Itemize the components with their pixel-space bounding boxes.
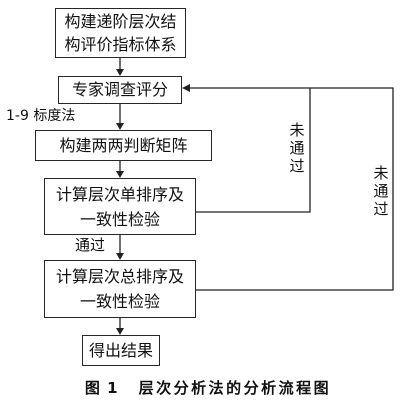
step-text-line: 专家调查评分 [71, 80, 168, 99]
feedback-arrowhead-to-step2 [182, 84, 190, 92]
step-text-line: 一致性检验 [79, 292, 160, 311]
step-text-line: 构评价指标体系 [64, 35, 177, 54]
step-text-line: 计算层次单排序及 [55, 184, 184, 204]
fail-label-single-sort: 未通过 [289, 121, 305, 175]
step-text-line: 得出结果 [88, 340, 153, 360]
step-text-line: 构建两两判断矩阵 [59, 135, 188, 155]
figure-number: 图 1 [84, 379, 119, 397]
figure-title: 层次分析法的分析流程图 [138, 379, 332, 397]
arrowhead-step5 [116, 253, 124, 260]
step-text-line: 构建递阶层次结 [64, 12, 177, 31]
step-text-line: 计算层次总排序及 [55, 267, 184, 286]
fail-label-total-sort: 未通过 [373, 164, 389, 218]
arrowhead-step3 [116, 123, 124, 130]
arrowhead-step4 [116, 171, 124, 178]
step-build-judgment-matrix: 构建两两判断矩阵 [35, 130, 212, 161]
scale-method-label: 1-9 标度法 [6, 108, 76, 124]
figure-caption: 图 1 层次分析法的分析流程图 [0, 379, 416, 397]
step-build-index-system: 构建递阶层次结 构评价指标体系 [55, 8, 186, 58]
step-expert-scoring: 专家调查评分 [58, 76, 182, 104]
feedback-line-single-sort-fail [196, 88, 311, 213]
arrowhead-step2 [116, 69, 124, 76]
arrowhead-step6 [116, 328, 124, 335]
step-total-sort-consistency-check: 计算层次总排序及 一致性检验 [44, 260, 196, 318]
feedback-line-total-sort-fail [189, 87, 394, 291]
step-single-sort-consistency-check: 计算层次单排序及 一致性检验 [44, 178, 196, 235]
pass-label: 通过 [75, 236, 106, 254]
step-get-result: 得出结果 [82, 335, 160, 366]
step-text-line: 一致性检验 [79, 209, 160, 229]
